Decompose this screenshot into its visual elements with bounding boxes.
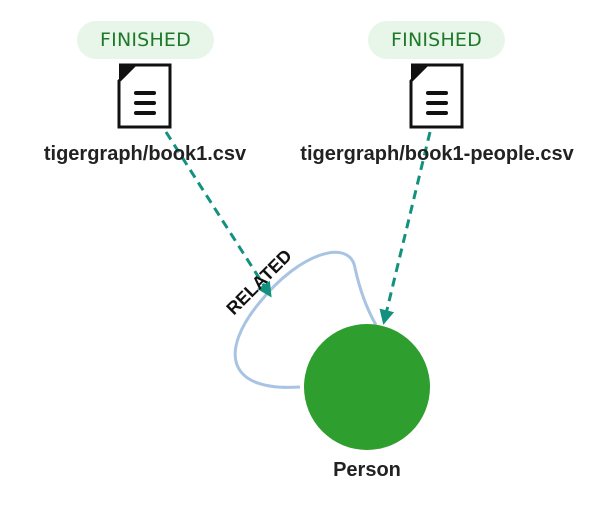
status-badge-book1: FINISHED	[77, 21, 214, 59]
status-badge-book1-people: FINISHED	[368, 21, 505, 59]
document-icon[interactable]	[409, 63, 465, 129]
related-edge-loop[interactable]	[233, 250, 378, 389]
edge-label-related: RELATED	[222, 245, 295, 318]
file-label-book1: tigergraph/book1.csv	[43, 143, 247, 165]
document-icon[interactable]	[117, 63, 173, 129]
vertex-label-person: Person	[333, 459, 401, 481]
person-vertex[interactable]	[304, 324, 430, 450]
file-label-book1-people: tigergraph/book1-people.csv	[300, 143, 574, 165]
mapping-link-book1-people[interactable]	[379, 131, 432, 325]
mapping-link-book1[interactable]	[164, 131, 272, 298]
